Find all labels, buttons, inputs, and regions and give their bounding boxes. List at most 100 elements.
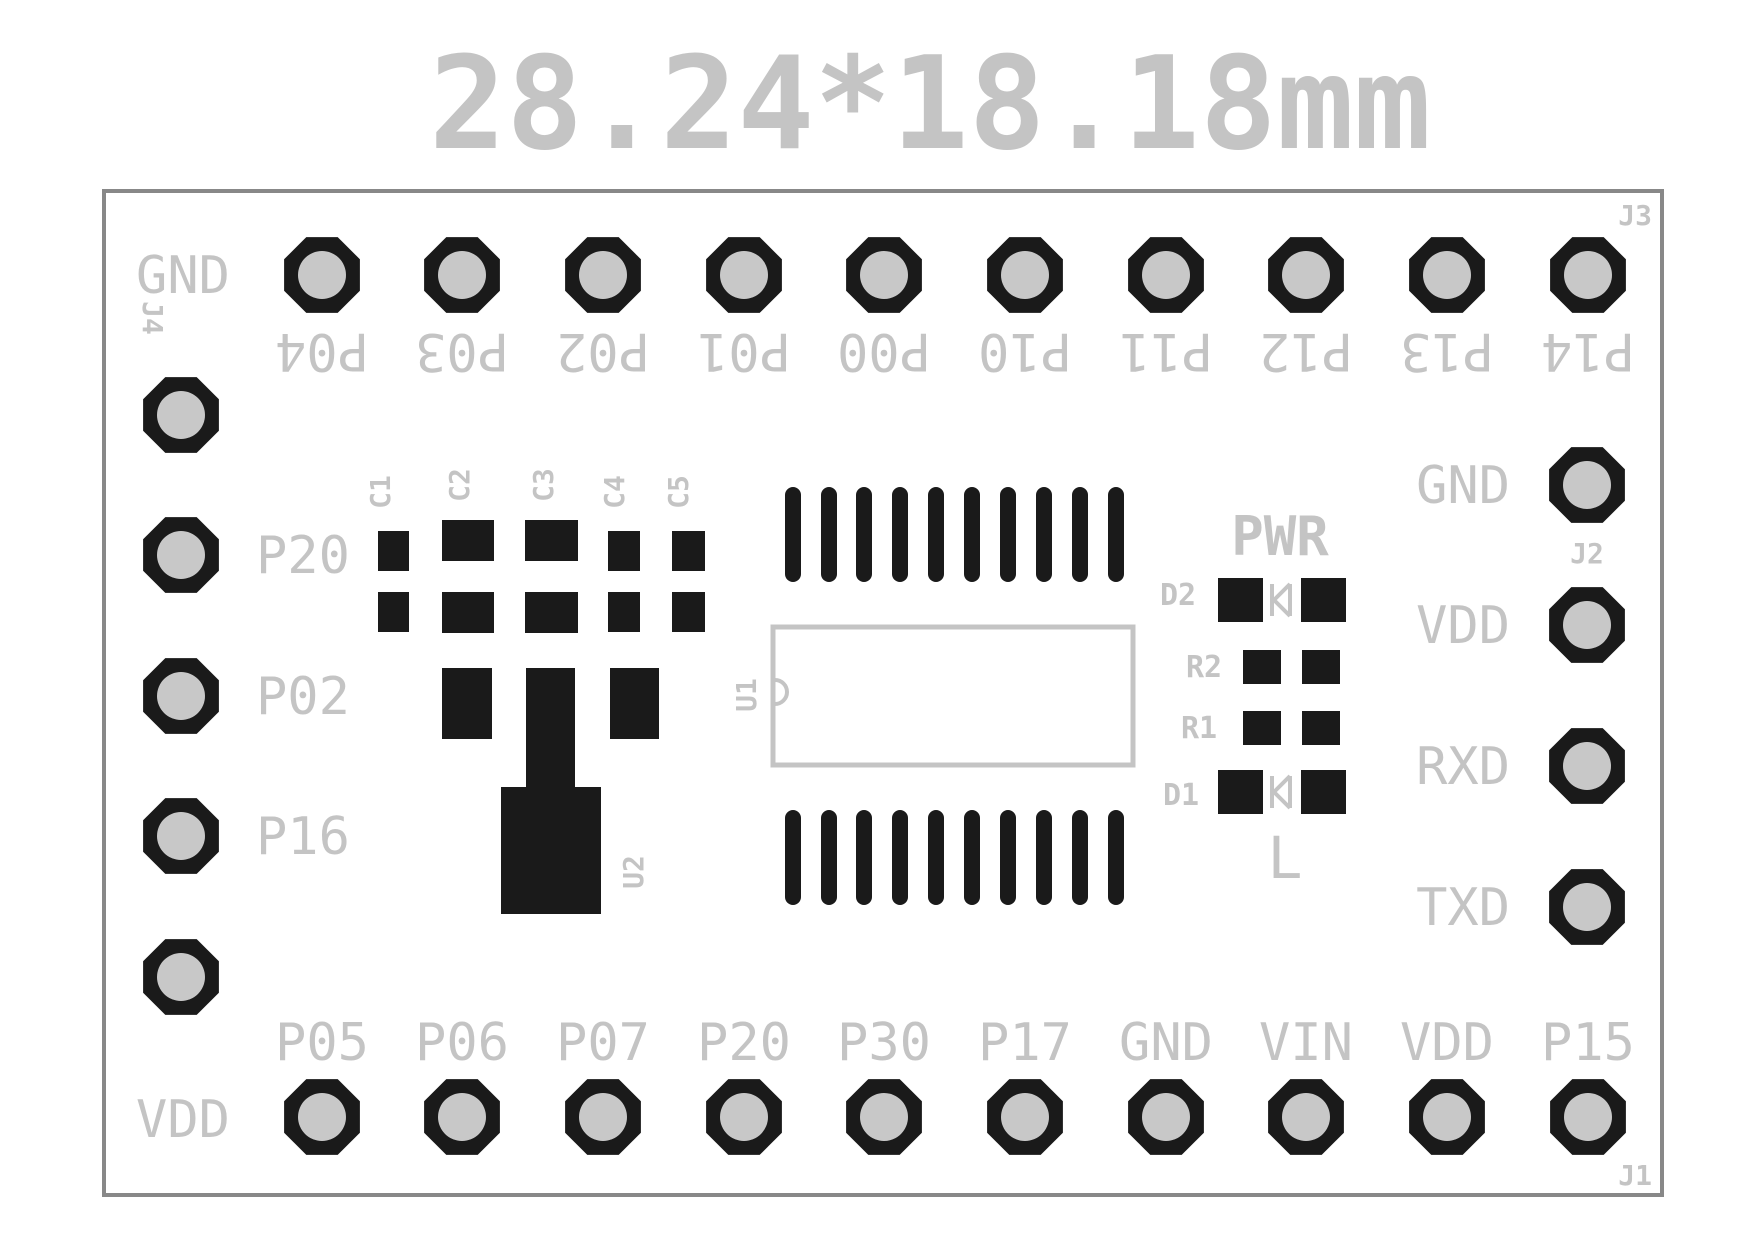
bottom-row-pads [284,1079,1626,1155]
left-pin-pad-unlabeled-4-hole [157,953,205,1001]
top-pin-label-p10: P10 [978,321,1072,381]
r2-pad-left [1243,650,1281,684]
u1-top-pin-6 [964,487,980,582]
u1-top-pin-4 [892,487,908,582]
left-pin-pad-unlabeled-0-hole [157,391,205,439]
c4-pad-top [608,531,640,571]
connector-label-j1: J1 [1618,1159,1652,1192]
c2-pad-bottom [442,592,494,633]
component-label-c4: C4 [598,475,631,509]
right-pin-label-rxd: RXD [1416,737,1510,797]
c5-pad-top [672,531,705,571]
u1-bottom-pin-9 [1072,810,1088,905]
u1-bottom-pin-10 [1108,810,1124,905]
connector-label-j2: J2 [1570,537,1604,570]
d1-pad-left [1218,770,1263,814]
left-pin-pad-p02-hole [157,672,205,720]
c3-pad-top [525,520,578,561]
top-pin-pad-p12-hole [1282,251,1330,299]
u1-bottom-pins [785,810,1124,905]
top-pin-label-p02: P02 [556,321,650,381]
right-pin-label-vdd: VDD [1416,596,1510,656]
component-label-c2: C2 [443,468,476,502]
left-pin-label-p16: P16 [256,807,350,867]
c1-pad-top [378,531,409,571]
connector-label-j3: J3 [1618,199,1652,232]
u2-pad-right [610,668,659,739]
c2-pad-top [442,520,494,561]
r1-pad-left [1243,711,1281,745]
top-pin-label-p13: P13 [1400,321,1494,381]
c5-pad-bottom [672,592,705,632]
bottom-pin-label-p06: P06 [415,1013,509,1073]
r1-pad-right [1302,711,1340,745]
u1-top-pin-10 [1108,487,1124,582]
bottom-pin-pad-p06-hole [438,1093,486,1141]
u1-bottom-pin-7 [1000,810,1016,905]
right-pin-pad-txd-hole [1563,883,1611,931]
bottom-pin-label-p20: P20 [697,1013,791,1073]
d2-diode-symbol-icon [1270,582,1292,618]
top-pin-label-p00: P00 [837,321,931,381]
u1-bottom-pin-2 [821,810,837,905]
left-pin-pad-p20-hole [157,531,205,579]
component-label-r2: R2 [1186,650,1222,685]
board-outline [102,189,1664,1197]
u1-top-pin-7 [1000,487,1016,582]
c4-pad-bottom [608,592,640,632]
component-label-r1: R1 [1181,711,1217,746]
top-pin-pad-p14-hole [1564,251,1612,299]
u1-bottom-pin-4 [892,810,908,905]
top-pin-pad-p01-hole [720,251,768,299]
right-pin-pad-vdd-hole [1563,601,1611,649]
u1-bottom-pin-1 [785,810,801,905]
c1-pad-bottom [378,592,409,632]
u1-bottom-pin-5 [928,810,944,905]
u2-tab-pad [501,787,601,914]
bottom-pin-pad-p05-hole [298,1093,346,1141]
u1-top-pin-3 [856,487,872,582]
top-pin-pad-p02-hole [579,251,627,299]
u1-top-pin-1 [785,487,801,582]
component-label-d2: D2 [1160,578,1196,613]
u1-top-pin-2 [821,487,837,582]
top-pin-pad-p04-hole [298,251,346,299]
top-pin-pad-p00-hole [860,251,908,299]
capacitor-pads [378,520,705,633]
right-column-pads [1549,447,1625,945]
bottom-pin-label-p30: P30 [837,1013,931,1073]
left-pin-label-p02: P02 [256,667,350,727]
bottom-pin-pad-p07-hole [579,1093,627,1141]
top-pin-pad-p03-hole [438,251,486,299]
c3-pad-bottom [525,592,578,633]
component-label-d1: D1 [1163,778,1199,813]
top-row-left-label: GND [136,246,230,306]
u1-top-pins [785,487,1124,582]
bottom-pin-label-gnd: GND [1119,1013,1213,1073]
right-pin-pad-rxd-hole [1563,742,1611,790]
top-pin-label-p11: P11 [1119,321,1213,381]
component-label-u1: U1 [730,678,763,712]
u2-regulator-pads [442,668,659,914]
top-pin-label-p04: P04 [275,321,369,381]
right-pin-label-txd: TXD [1416,878,1510,938]
u1-top-pin-9 [1072,487,1088,582]
bottom-pin-pad-vin-hole [1282,1093,1330,1141]
d2-pad-right [1301,578,1346,622]
u1-bottom-pin-6 [964,810,980,905]
bottom-pin-pad-p15-hole [1564,1093,1612,1141]
d2-pad-left [1218,578,1263,622]
bottom-pin-pad-p17-hole [1001,1093,1049,1141]
left-pin-label-p20: P20 [256,526,350,586]
component-label-c5: C5 [662,475,695,509]
component-label-c3: C3 [527,468,560,502]
top-pin-label-p03: P03 [415,321,509,381]
component-label-l: L [1268,824,1303,892]
bottom-row-left-label: VDD [136,1090,230,1150]
bottom-pin-label-p15: P15 [1541,1013,1635,1073]
top-pin-label-p01: P01 [697,321,791,381]
